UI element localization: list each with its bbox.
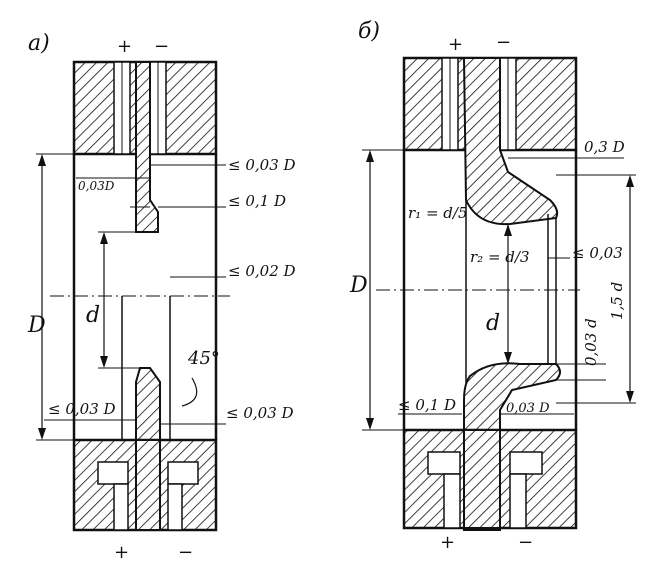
panel-a: a) + − + − — [27, 31, 296, 563]
polarity-plus-top-b: + — [448, 34, 463, 55]
polarity-minus-bottom-a: − — [178, 542, 193, 563]
polarity-minus-bottom-b: − — [518, 532, 533, 553]
polarity-minus-top-b: − — [496, 32, 511, 53]
dim-d-a: d — [86, 231, 140, 369]
polarity-plus-top-a: + — [117, 36, 132, 57]
dim-D-label-b: D — [349, 273, 368, 298]
polarity-plus-bottom-b: + — [440, 532, 455, 553]
angle-45-a: 45° — [187, 348, 220, 369]
dim-003D-inner-a: 0,03D — [78, 179, 115, 193]
dim-d-b: d — [486, 224, 512, 364]
dim-le003D-bottom-right-a: ≤ 0,03 D — [226, 404, 294, 422]
dim-le003-b: ≤ 0,03 — [572, 244, 623, 262]
dim-d-label-b: d — [486, 311, 500, 336]
panel-a-label: a) — [28, 31, 50, 56]
dim-le01D-a: ≤ 0,1 D — [228, 192, 286, 210]
panel-b-label: б) — [358, 19, 380, 44]
dim-le003D-top-a: ≤ 0,03 D — [228, 156, 296, 174]
bottom-electrode-b — [402, 428, 578, 530]
polarity-minus-top-a: − — [154, 36, 169, 57]
radius-r1-b: r₁ = d/5 — [408, 204, 468, 222]
dim-D-label-a: D — [27, 313, 46, 338]
polarity-plus-bottom-a: + — [114, 542, 129, 563]
dim-le01D-b: ≤ 0,1 D — [398, 396, 456, 414]
radius-r2-b: r₂ = d/3 — [470, 248, 530, 266]
dim-003D-b: 0,03 D — [506, 401, 550, 416]
dim-d-label-a: d — [86, 303, 100, 328]
dim-D-a: D — [27, 153, 230, 441]
dim-D-b: D — [349, 149, 580, 431]
dim-003d-b: 0,03 d — [582, 318, 600, 366]
bottom-electrode-a — [72, 438, 218, 532]
dim-le003D-bottom-left-a: ≤ 0,03 D — [48, 400, 116, 418]
upper-probe-b — [462, 57, 559, 226]
panel-b: б) + − + − — [349, 19, 636, 553]
dim-03D-b: 0,3 D — [584, 138, 625, 156]
dim-le002D-a: ≤ 0,02 D — [228, 262, 296, 280]
dim-15d-b: 1,5 d — [608, 282, 626, 320]
